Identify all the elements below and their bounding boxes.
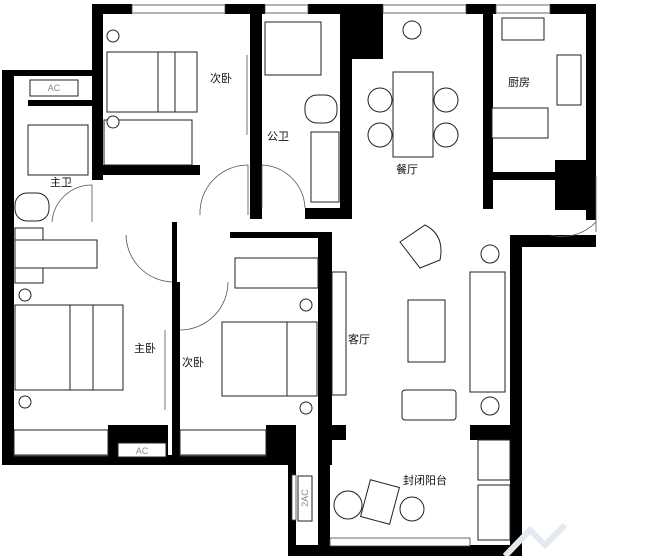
shower bbox=[27, 124, 89, 176]
plant bbox=[402, 20, 422, 40]
stove bbox=[556, 54, 582, 106]
room-label-living: 客厅 bbox=[348, 332, 370, 346]
room-label-dining: 餐厅 bbox=[396, 162, 418, 176]
room-label-kitchen: 厨房 bbox=[508, 76, 530, 89]
room-label-master-bath: 主卫 bbox=[50, 176, 72, 189]
washer bbox=[477, 439, 511, 481]
tv-cabinet bbox=[331, 271, 347, 396]
ac-unit bbox=[117, 442, 167, 458]
side-table bbox=[399, 496, 425, 522]
watermark-logo bbox=[502, 522, 568, 556]
armchair bbox=[399, 224, 442, 269]
room-label-bedroom2-top: 次卧 bbox=[210, 71, 232, 85]
kitchen-sink bbox=[501, 17, 545, 41]
lounge-chair bbox=[359, 479, 401, 525]
ac-label: 2AC bbox=[300, 489, 310, 507]
bed bbox=[106, 51, 198, 113]
ac-unit bbox=[297, 475, 313, 522]
room-label-public-bath: 公卫 bbox=[267, 130, 289, 143]
sofa bbox=[469, 271, 506, 393]
doors[interactable] bbox=[51, 164, 597, 331]
counter bbox=[491, 107, 549, 139]
bed bbox=[14, 304, 124, 391]
shower bbox=[264, 21, 322, 76]
ac-unit bbox=[29, 79, 79, 97]
furniture: AC AC bbox=[13, 17, 582, 541]
coffee-table bbox=[407, 299, 446, 363]
sink bbox=[310, 131, 340, 203]
bench bbox=[179, 429, 267, 456]
bench bbox=[13, 429, 109, 456]
ottoman bbox=[401, 389, 457, 421]
ac-label: AC bbox=[136, 446, 149, 456]
room-label-master-bedroom: 主卧 bbox=[134, 342, 156, 355]
room-labels: 次卧 公卫 餐厅 厨房 主卫 主卧 次卧 客厅 封闭阳台 bbox=[50, 71, 530, 487]
room-label-bedroom2-bottom: 次卧 bbox=[182, 355, 204, 369]
wardrobe bbox=[14, 239, 98, 269]
dining-table bbox=[392, 71, 434, 158]
wardrobe bbox=[234, 257, 319, 289]
plant bbox=[333, 490, 363, 520]
toilet bbox=[304, 94, 338, 124]
toilet bbox=[14, 192, 50, 222]
ac-label: AC bbox=[48, 83, 61, 93]
room-label-balcony: 封闭阳台 bbox=[403, 473, 447, 487]
utility-sink bbox=[477, 484, 511, 541]
wardrobe bbox=[103, 119, 193, 166]
